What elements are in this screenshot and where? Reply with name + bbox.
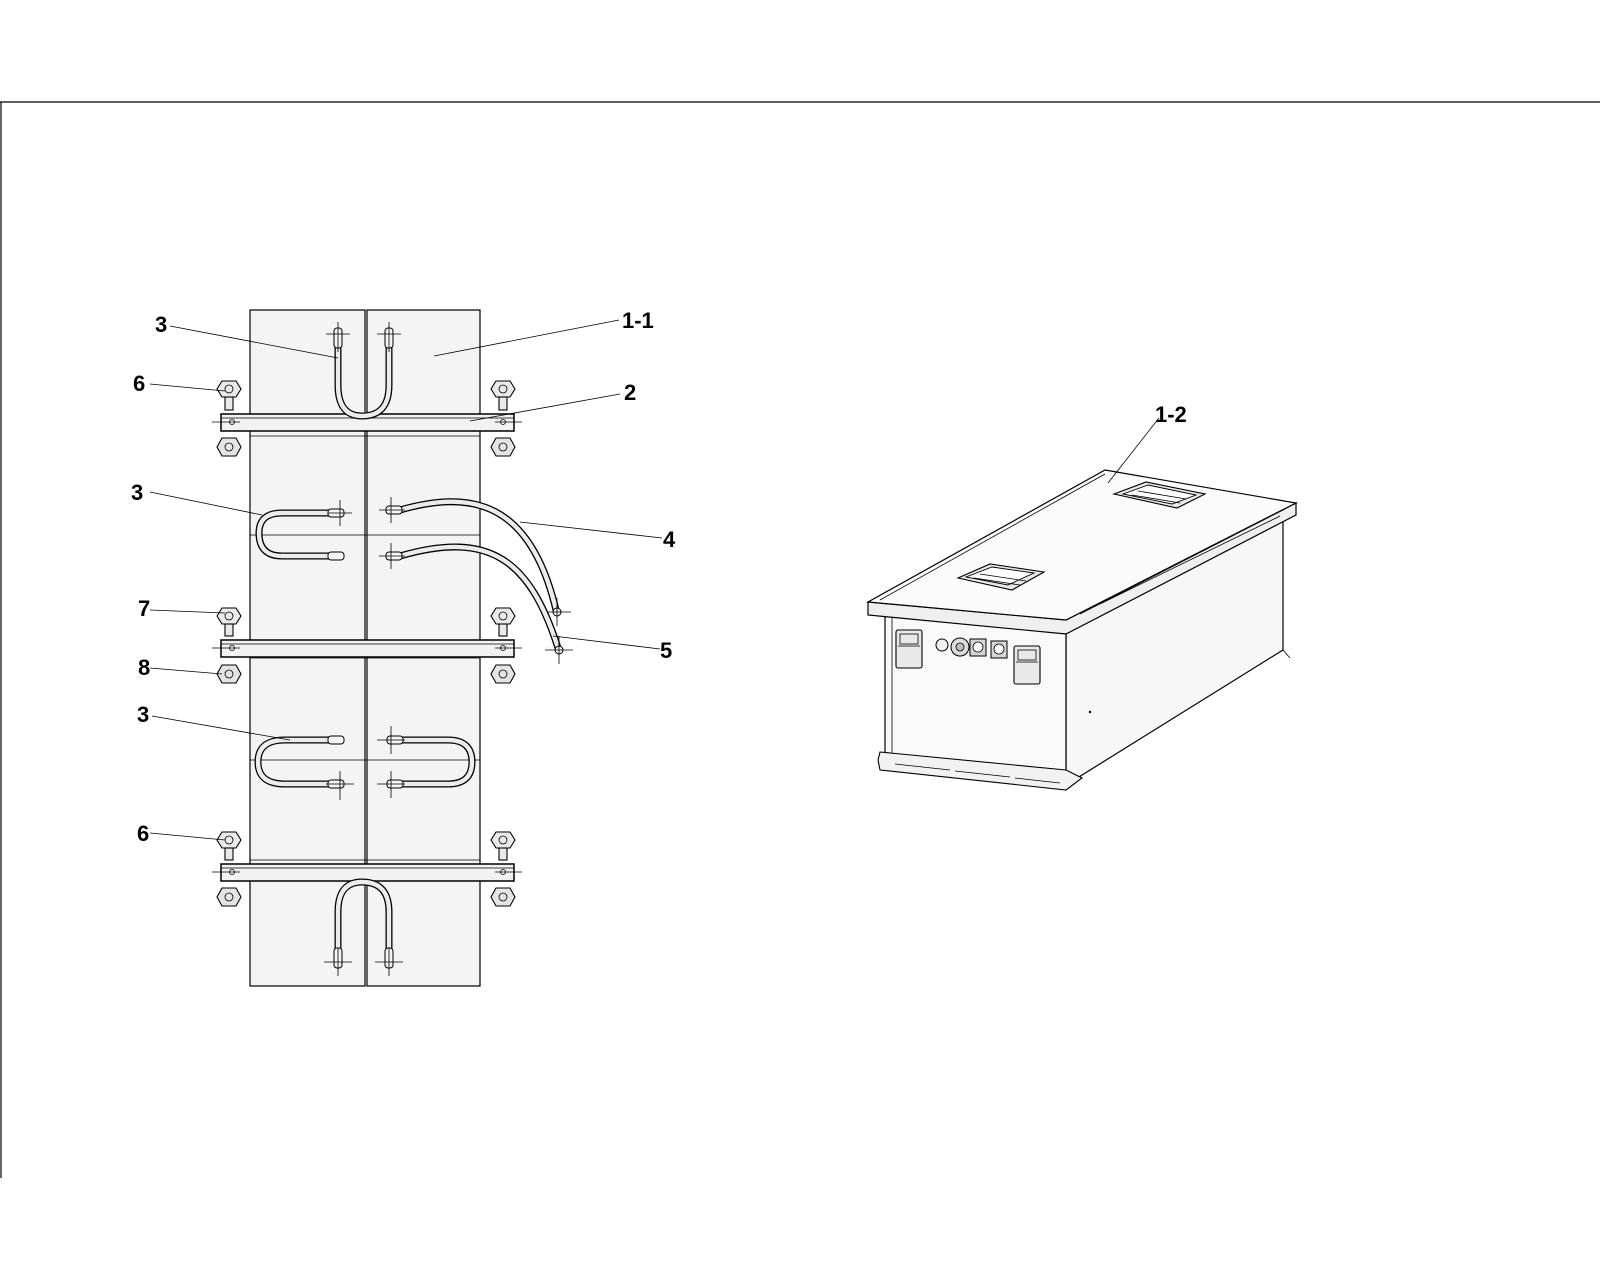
bolt-icon: [490, 380, 516, 411]
clamp-bar-middle: [212, 639, 522, 658]
box-base-flange: [877, 751, 1084, 791]
bolt-icon: [490, 831, 516, 861]
callout-labels: 3 1-1 6 2 3 4 7 5 8 3 6: [131, 308, 676, 846]
terminal-cover-left-icon[interactable]: [895, 629, 923, 669]
jumper-cable-low-right: [377, 726, 476, 798]
jumper-cable-bottom: [324, 878, 403, 976]
callout-5: 5: [660, 638, 672, 663]
bolt-icon: [216, 380, 242, 411]
jumper-cable-mid-left: [255, 500, 352, 561]
nut-icon: [216, 664, 242, 684]
callout-4: 4: [663, 527, 676, 552]
callout-3-top: 3: [155, 312, 167, 337]
jumper-cable-top: [326, 322, 401, 420]
callout-3-low: 3: [137, 702, 149, 727]
sheet-frame: [0, 101, 1600, 1178]
lid-handle-front[interactable]: [956, 563, 1046, 591]
lid-handle-rear[interactable]: [1112, 481, 1207, 509]
indicator-led-icon: [935, 638, 949, 652]
box-lid-top: [866, 469, 1298, 621]
terminal-cover-right-icon[interactable]: [1013, 645, 1041, 685]
clamp-bar-bottom: [212, 863, 522, 882]
callout-2: 2: [624, 380, 636, 405]
callout-1-2: 1-2: [1155, 402, 1187, 427]
nut-icon: [216, 437, 242, 457]
pack-top-view: 3 1-1 6 2 3 4 7 5 8 3 6: [131, 308, 676, 987]
comm-connector-icon[interactable]: [969, 638, 987, 657]
switch-knob-icon[interactable]: [950, 637, 970, 657]
callout-6-bottom: 6: [137, 821, 149, 846]
battery-box-isometric: 1-2: [866, 402, 1298, 791]
callout-7: 7: [138, 596, 150, 621]
surface-mark: [1088, 710, 1092, 714]
bolt-icon: [216, 831, 242, 861]
nut-icon: [490, 437, 516, 457]
callout-1-1: 1-1: [622, 308, 654, 333]
callout-8: 8: [138, 655, 150, 680]
bolt-icon: [490, 607, 516, 637]
nut-icon: [216, 887, 242, 907]
leader-lines: [149, 319, 663, 841]
callout-3-mid: 3: [131, 480, 143, 505]
jumper-cable-low-left: [254, 735, 354, 800]
leader-1-2: [1107, 417, 1160, 484]
nut-icon: [490, 887, 516, 907]
bolt-icon: [216, 607, 242, 637]
cable-5: [379, 543, 573, 664]
nut-icon: [490, 664, 516, 684]
comm-connector-icon[interactable]: [990, 640, 1008, 659]
callout-6-top: 6: [133, 371, 145, 396]
